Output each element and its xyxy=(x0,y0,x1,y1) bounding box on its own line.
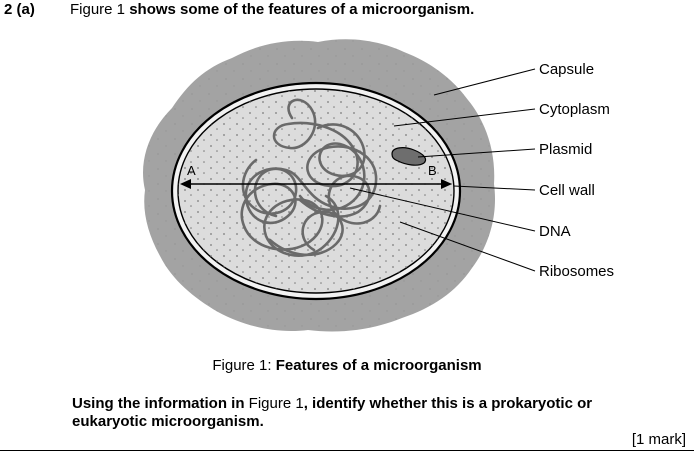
dna-strand xyxy=(240,98,382,257)
label-plasmid: Plasmid xyxy=(539,141,592,158)
question-intro: Figure 1 shows some of the features of a… xyxy=(70,1,474,18)
caption-title: Features of a microorganism xyxy=(275,357,482,374)
microorganism-figure: A B Capsule Cytoplasm Plasmid Cell wall … xyxy=(143,39,614,332)
caption-prefix: Figure 1: xyxy=(212,357,272,374)
instruction-figure-ref: Figure 1 xyxy=(248,395,304,412)
label-capsule: Capsule xyxy=(539,61,594,78)
label-ribosomes: Ribosomes xyxy=(539,263,614,280)
instruction-part3: , identify whether this is a prokaryotic… xyxy=(72,395,593,430)
label-dna: DNA xyxy=(539,223,571,240)
leader-lines xyxy=(349,68,536,272)
marks-allocation: [1 mark] xyxy=(631,431,686,448)
question-number: 2 (a) xyxy=(4,1,35,18)
label-cell-wall: Cell wall xyxy=(539,182,595,199)
question-instruction: Using the information in Figure 1, ident… xyxy=(72,395,662,431)
instruction-part1: Using the information in xyxy=(72,395,245,412)
point-a-label: A xyxy=(187,163,196,178)
label-cytoplasm: Cytoplasm xyxy=(539,101,610,118)
intro-text: shows some of the features of a microorg… xyxy=(129,1,475,18)
figure-caption: Figure 1: Features of a microorganism xyxy=(0,357,694,374)
plasmid xyxy=(391,147,427,166)
arrowhead-b xyxy=(441,179,452,189)
bottom-rule xyxy=(0,450,694,451)
point-b-label: B xyxy=(428,163,437,178)
intro-figure-ref: Figure 1 xyxy=(70,1,126,18)
arrowhead-a xyxy=(180,179,191,189)
